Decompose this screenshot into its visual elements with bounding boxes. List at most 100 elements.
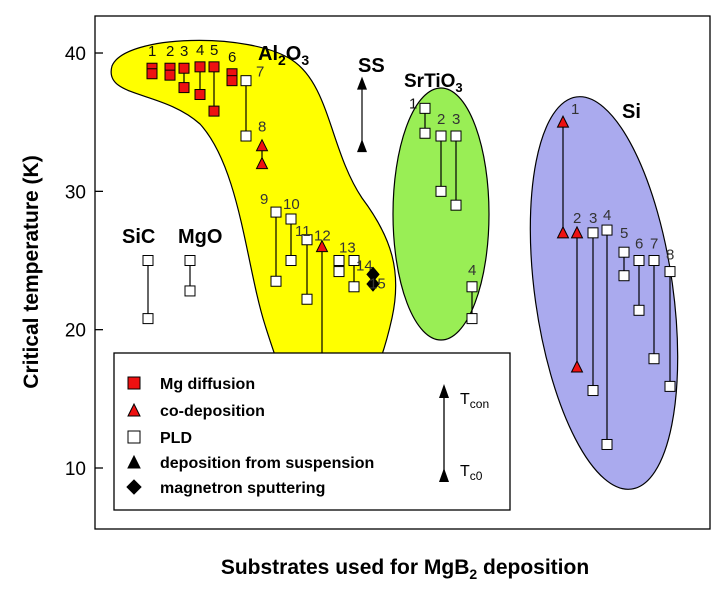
data-point-pair: 5 bbox=[618, 225, 630, 282]
y-tick-label: 40 bbox=[65, 44, 86, 65]
data-point-pair bbox=[357, 76, 367, 153]
tc0-marker bbox=[348, 281, 360, 293]
tc0-marker bbox=[633, 304, 645, 316]
data-point-pair: 3 bbox=[587, 210, 599, 397]
data-point-pair bbox=[142, 255, 154, 325]
tc0-marker bbox=[270, 275, 282, 287]
legend-item: magnetron sputtering bbox=[126, 479, 325, 497]
legend-tcon-label: Tcon bbox=[460, 391, 489, 411]
tcon-marker bbox=[618, 246, 630, 258]
legend-tc0-label: Tc0 bbox=[460, 463, 483, 483]
point-label: 4 bbox=[603, 207, 611, 224]
tc0-marker bbox=[648, 353, 660, 365]
group-label-ss: SS bbox=[358, 55, 385, 77]
tc0-marker bbox=[466, 313, 478, 325]
x-axis-title: Substrates used for MgB2 deposition bbox=[221, 556, 589, 582]
tcon-marker bbox=[556, 115, 570, 128]
data-point-pair: 8 bbox=[664, 247, 676, 392]
plot-frame bbox=[94, 15, 711, 530]
point-label: 5 bbox=[620, 225, 628, 242]
tcon-marker bbox=[333, 255, 345, 267]
data-point-pair: 9 bbox=[260, 191, 282, 287]
data-point-pair: 14 bbox=[348, 255, 373, 293]
y-tick-label: 30 bbox=[65, 182, 86, 203]
data-point-pair: 13 bbox=[333, 240, 356, 278]
point-label: 3 bbox=[452, 111, 460, 128]
point-label: 14 bbox=[356, 258, 373, 275]
tcon-marker bbox=[285, 213, 297, 225]
srtio3-region bbox=[392, 87, 490, 341]
point-label: 7 bbox=[650, 236, 658, 253]
point-label: 8 bbox=[258, 119, 266, 136]
data-point-pair: 7 bbox=[240, 64, 264, 142]
tcon-marker bbox=[435, 130, 447, 142]
tcon-marker bbox=[419, 102, 431, 114]
point-label: 2 bbox=[166, 43, 174, 60]
tc0-marker bbox=[419, 127, 431, 139]
tcon-marker bbox=[240, 75, 252, 87]
y-tick-label: 20 bbox=[65, 321, 86, 342]
tcon-marker bbox=[255, 138, 269, 152]
tcon-marker bbox=[587, 227, 599, 239]
data-point-pair: 2 bbox=[570, 210, 584, 373]
data-point-pair: 5 bbox=[208, 42, 220, 117]
data-point-pair: 6 bbox=[226, 49, 238, 87]
data-point-pair: 7 bbox=[648, 236, 660, 365]
legend-arrow-top-head bbox=[439, 384, 449, 398]
tcon-marker bbox=[178, 62, 190, 74]
legend-item: deposition from suspension bbox=[127, 454, 374, 472]
tc0-marker bbox=[664, 380, 676, 392]
data-point-pair: 15 bbox=[366, 266, 386, 292]
data-point-pair: 10 bbox=[283, 196, 300, 267]
tcon-marker bbox=[348, 255, 360, 267]
data-point-pair: 4 bbox=[194, 42, 206, 101]
point-label: 6 bbox=[228, 49, 236, 66]
point-label: 3 bbox=[589, 210, 597, 227]
data-point-pair: 2 bbox=[435, 111, 447, 197]
tc0-marker bbox=[194, 89, 206, 101]
point-label: 4 bbox=[196, 42, 204, 59]
tcon-marker bbox=[450, 130, 462, 142]
point-label: 5 bbox=[210, 42, 218, 59]
data-point-pair bbox=[184, 255, 196, 297]
data-point-pair: 4 bbox=[601, 207, 613, 450]
point-label: 8 bbox=[666, 247, 674, 264]
tc0-marker bbox=[184, 285, 196, 297]
tc0-marker bbox=[240, 130, 252, 142]
tc0-marker bbox=[333, 266, 345, 278]
legend-arrow: Tcon Tc0 bbox=[439, 384, 489, 483]
legend-label: co-deposition bbox=[160, 403, 265, 420]
tc0-marker bbox=[164, 69, 176, 81]
tcon-marker bbox=[664, 266, 676, 278]
data-point-pair: 1 bbox=[409, 95, 431, 139]
point-label: 2 bbox=[437, 111, 445, 128]
tcon-arrowhead bbox=[357, 76, 367, 90]
tc0-marker bbox=[450, 199, 462, 211]
tcon-marker bbox=[648, 255, 660, 267]
tcon-marker bbox=[194, 61, 206, 73]
si-region bbox=[529, 96, 679, 490]
tcon-marker bbox=[142, 255, 154, 267]
tcon-marker bbox=[301, 234, 313, 246]
point-label: 1 bbox=[148, 43, 156, 60]
tc0-marker bbox=[142, 313, 154, 325]
group-label-srtio3: SrTiO3 bbox=[404, 71, 463, 95]
tc0-marker bbox=[178, 82, 190, 94]
tc0-marker bbox=[570, 359, 584, 373]
tcon-marker bbox=[466, 281, 478, 293]
group-label-si: Si bbox=[622, 101, 641, 123]
tc0-marker bbox=[146, 68, 158, 80]
group-label-sic: SiC bbox=[122, 226, 155, 248]
tc0-marker bbox=[255, 156, 269, 170]
tcon-marker bbox=[601, 224, 613, 236]
data-point-pair: 3 bbox=[178, 43, 190, 94]
point-label: 1 bbox=[409, 95, 417, 112]
data-point-pair: 8 bbox=[255, 119, 269, 170]
regions bbox=[110, 39, 679, 490]
legend-label: deposition from suspension bbox=[160, 455, 374, 472]
tc0-marker bbox=[366, 276, 380, 292]
point-label: 2 bbox=[573, 210, 581, 227]
